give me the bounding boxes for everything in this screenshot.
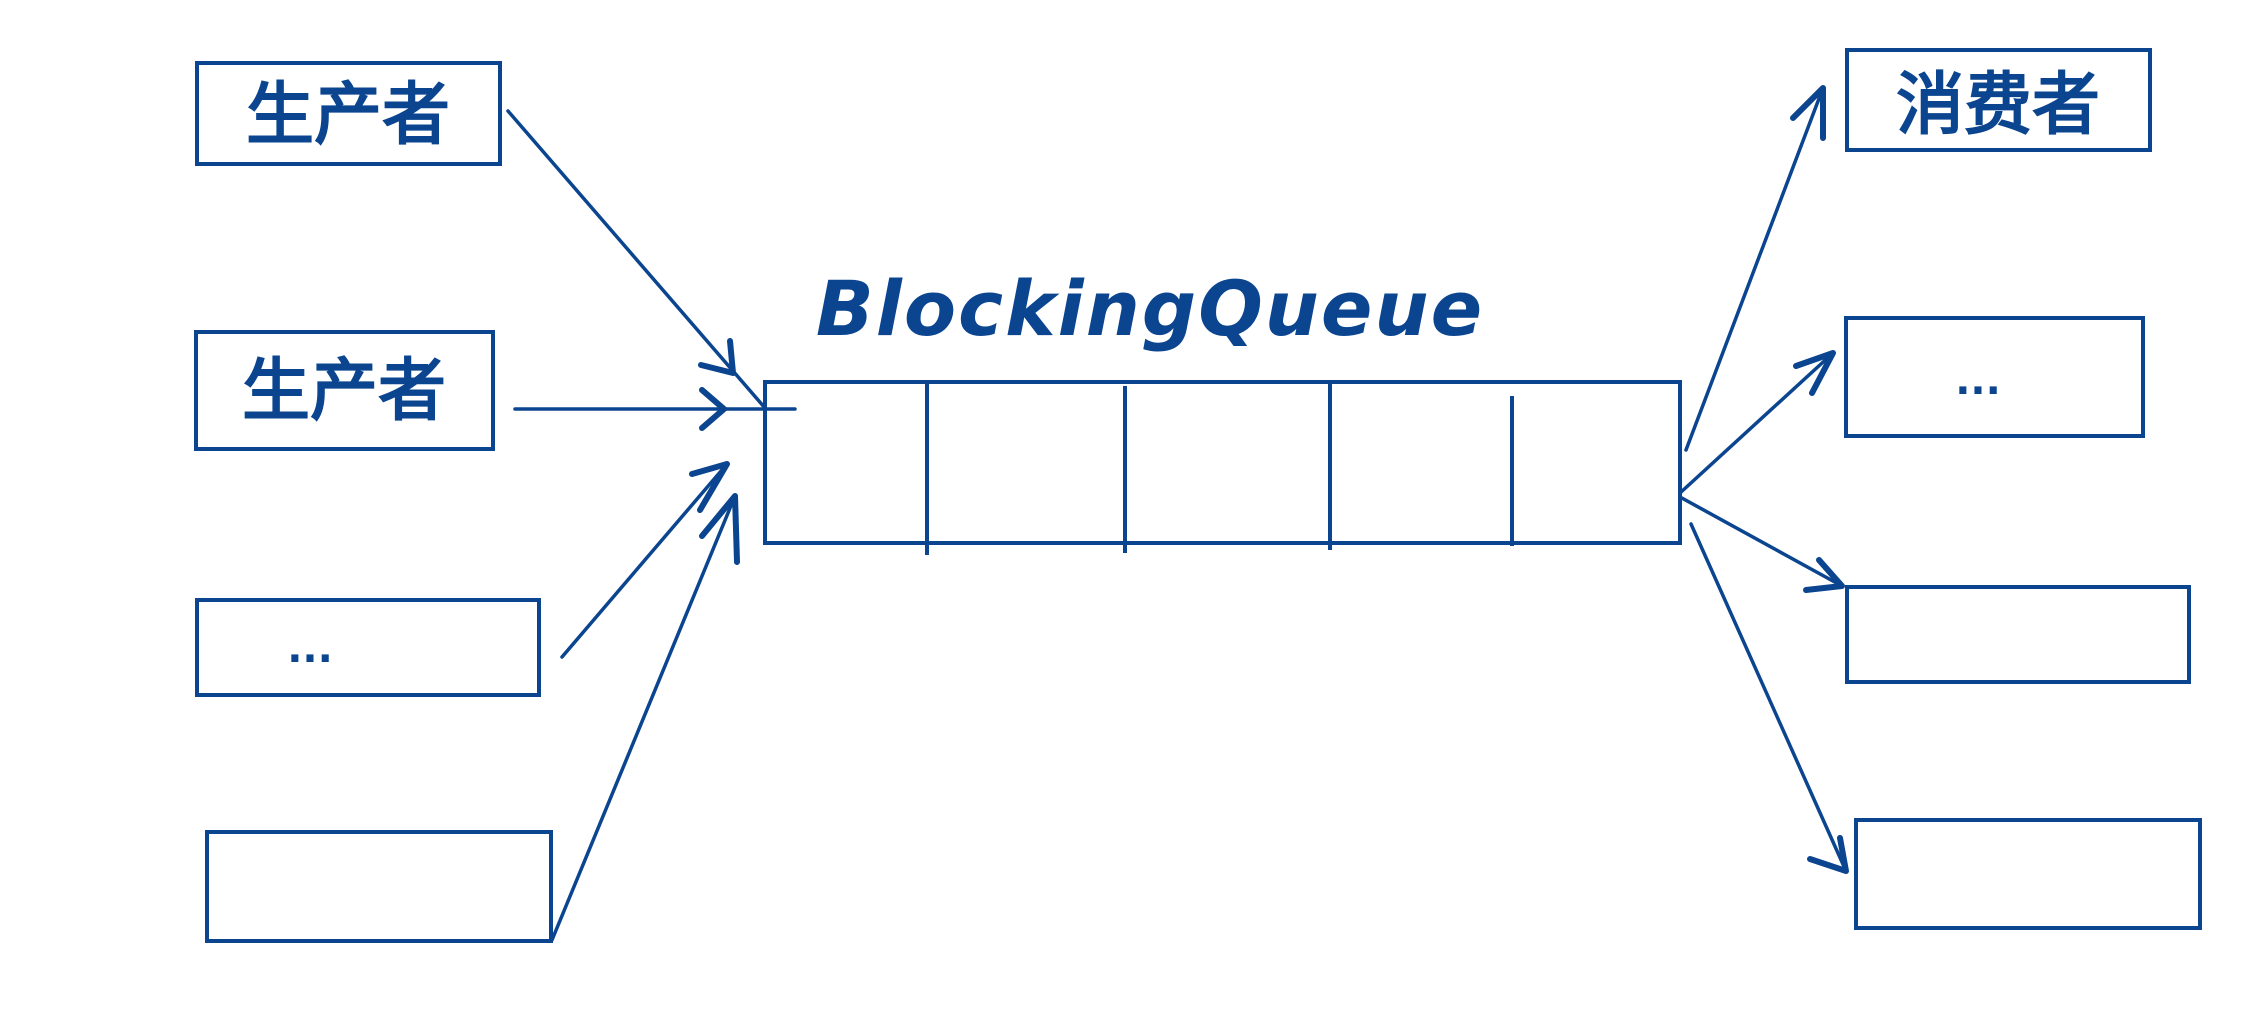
producer-box-4 bbox=[205, 830, 553, 943]
arrowhead bbox=[1790, 85, 1826, 141]
edge-line bbox=[560, 462, 729, 659]
edge-queue-to-consumer-1 bbox=[1684, 85, 1826, 452]
queue-label: BlockingQueue bbox=[816, 264, 1484, 353]
arrowhead bbox=[698, 338, 736, 376]
arrowhead bbox=[699, 387, 727, 431]
edge-producer-3-to-queue bbox=[560, 461, 730, 659]
consumer-box-4 bbox=[1854, 818, 2202, 930]
arrowhead bbox=[699, 493, 740, 565]
blocking-queue: BlockingQueue bbox=[763, 264, 1682, 555]
producer-node-3: ... bbox=[195, 598, 541, 697]
edge-queue-to-consumer-2 bbox=[1678, 350, 1836, 495]
consumer-node-1: 消费者 bbox=[1845, 48, 2152, 152]
arrowhead bbox=[1793, 350, 1836, 396]
arrowhead bbox=[1807, 835, 1849, 874]
arrowhead bbox=[1803, 557, 1845, 593]
producer-label-2: 生产者 bbox=[242, 352, 446, 431]
consumer-box-2 bbox=[1844, 316, 2145, 438]
producer-box-1 bbox=[195, 61, 502, 166]
queue-box bbox=[763, 380, 1682, 545]
producer-label-3: ... bbox=[287, 626, 333, 672]
edge-queue-to-consumer-3 bbox=[1678, 495, 1845, 593]
edge-line bbox=[1678, 351, 1835, 495]
arrowhead bbox=[689, 461, 730, 513]
consumer-label-2: ... bbox=[1955, 358, 2001, 404]
edge-line bbox=[1689, 522, 1848, 873]
consumer-box-1 bbox=[1845, 48, 2152, 152]
consumer-node-3 bbox=[1845, 585, 2191, 684]
consumer-label-1: 消费者 bbox=[1896, 66, 2100, 145]
consumer-box-3 bbox=[1845, 585, 2191, 684]
edge-queue-to-consumer-4 bbox=[1689, 522, 1849, 874]
producer-box-3 bbox=[195, 598, 541, 697]
edge-line bbox=[506, 109, 767, 410]
consumer-node-4 bbox=[1854, 818, 2202, 930]
producer-box-2 bbox=[194, 330, 495, 451]
producer-node-1: 生产者 bbox=[195, 61, 502, 166]
consumer-node-2: ... bbox=[1844, 316, 2145, 438]
edge-line bbox=[550, 494, 737, 942]
producer-node-4 bbox=[205, 830, 553, 943]
producer-label-1: 生产者 bbox=[246, 76, 450, 155]
edge-producer-1-to-queue bbox=[506, 109, 767, 410]
edge-line bbox=[1678, 495, 1844, 588]
edge-producer-4-to-queue bbox=[550, 493, 740, 942]
edge-line bbox=[1684, 86, 1825, 452]
producer-node-2: 生产者 bbox=[194, 330, 495, 451]
edge-producer-2-to-queue bbox=[513, 387, 797, 431]
